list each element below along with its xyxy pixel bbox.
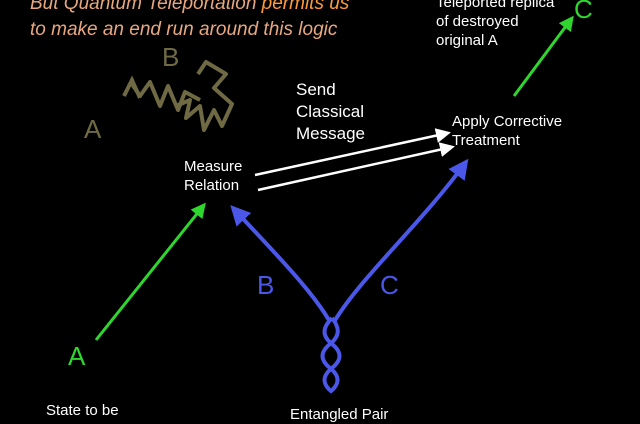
faded-label-b: B [162, 42, 180, 72]
send-line3: Message [296, 124, 365, 143]
headline-line1-prefix: But Quantum Teleportation [30, 0, 257, 14]
label-a-green: A [68, 341, 86, 371]
classical-message-arrow-2 [257, 142, 455, 192]
squiggle-arrow-right [175, 60, 234, 132]
blue-arrow-b [230, 205, 332, 323]
label-c-blue: C [380, 270, 399, 300]
apply-corrective-label: Apply Corrective Treatment [452, 112, 562, 150]
state-to-be-label: State to be [46, 402, 119, 419]
apply-line2: Treatment [452, 132, 520, 149]
send-classical-message-label: Send Classical Message [296, 79, 365, 145]
squiggle-arrow-left-head [122, 75, 142, 99]
entangled-pair-helix-2 [322, 316, 342, 394]
headline: But Quantum Teleportation permits us to … [30, 0, 349, 43]
apply-line1: Apply Corrective [452, 113, 563, 130]
replica-line3: original A [436, 32, 498, 49]
replica-line1: Teleported replica [436, 0, 555, 11]
measure-line1: Measure [184, 158, 243, 175]
entangled-pair-helix-1 [320, 316, 340, 394]
blue-arrow-c [332, 158, 469, 324]
headline-line1-suffix: permits us [256, 0, 350, 14]
label-b-blue: B [257, 270, 275, 300]
entangled-pair-label: Entangled Pair [290, 406, 389, 423]
measure-line2: Relation [184, 177, 240, 194]
headline-line2: to make an end run around this logic [30, 19, 338, 40]
classical-message-arrow-1 [254, 128, 451, 177]
replica-line2: of destroyed [436, 13, 519, 30]
green-arrow-to-replica [512, 15, 574, 97]
send-line2: Classical [296, 102, 365, 121]
label-c-green: C [574, 0, 593, 24]
faded-label-a: A [84, 114, 102, 144]
measure-relation-label: Measure Relation [184, 157, 242, 195]
teleported-replica-label: Teleported replica of destroyed original… [436, 0, 554, 50]
send-line1: Send [296, 80, 336, 99]
green-arrow-a-to-measure [94, 202, 206, 341]
squiggle-arrow-left [130, 80, 201, 112]
